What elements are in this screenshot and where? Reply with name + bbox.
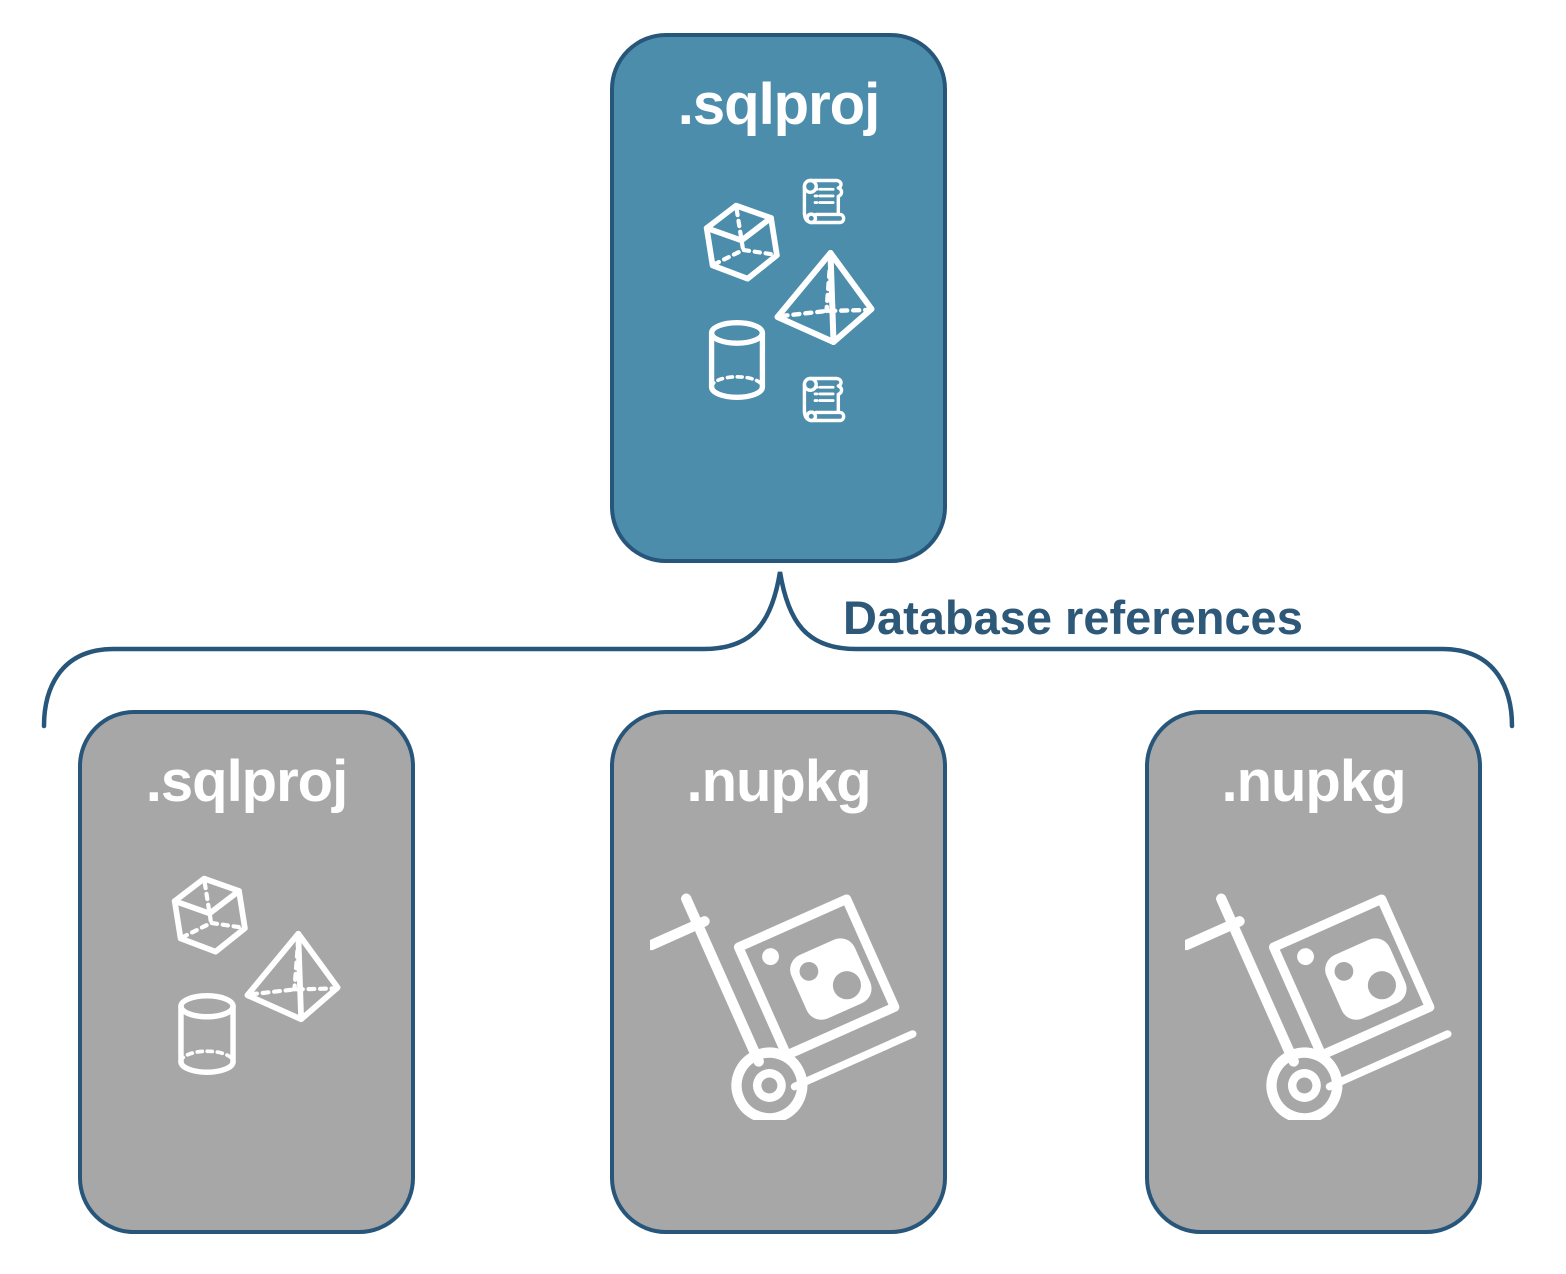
scroll-icon: [797, 372, 854, 431]
card-child-nupkg-2: .nupkg: [1145, 710, 1482, 1234]
pyramid-icon: [772, 247, 878, 347]
card-title: .nupkg: [1221, 749, 1406, 814]
database-references-label: Database references: [843, 591, 1303, 644]
nuget-handtruck-icon: [1185, 862, 1457, 1120]
cylinder-icon: [702, 319, 772, 401]
card-title: .sqlproj: [677, 72, 880, 137]
card-parent-sqlproj: .sqlproj: [610, 33, 947, 563]
pyramid-icon: [240, 928, 346, 1024]
scroll-icon: [797, 174, 854, 233]
card-child-sqlproj: .sqlproj: [78, 710, 415, 1234]
cylinder-icon: [172, 992, 242, 1076]
nuget-handtruck-icon: [650, 862, 922, 1120]
card-child-nupkg-1: .nupkg: [610, 710, 947, 1234]
card-title: .sqlproj: [145, 749, 348, 814]
card-title: .nupkg: [686, 749, 871, 814]
